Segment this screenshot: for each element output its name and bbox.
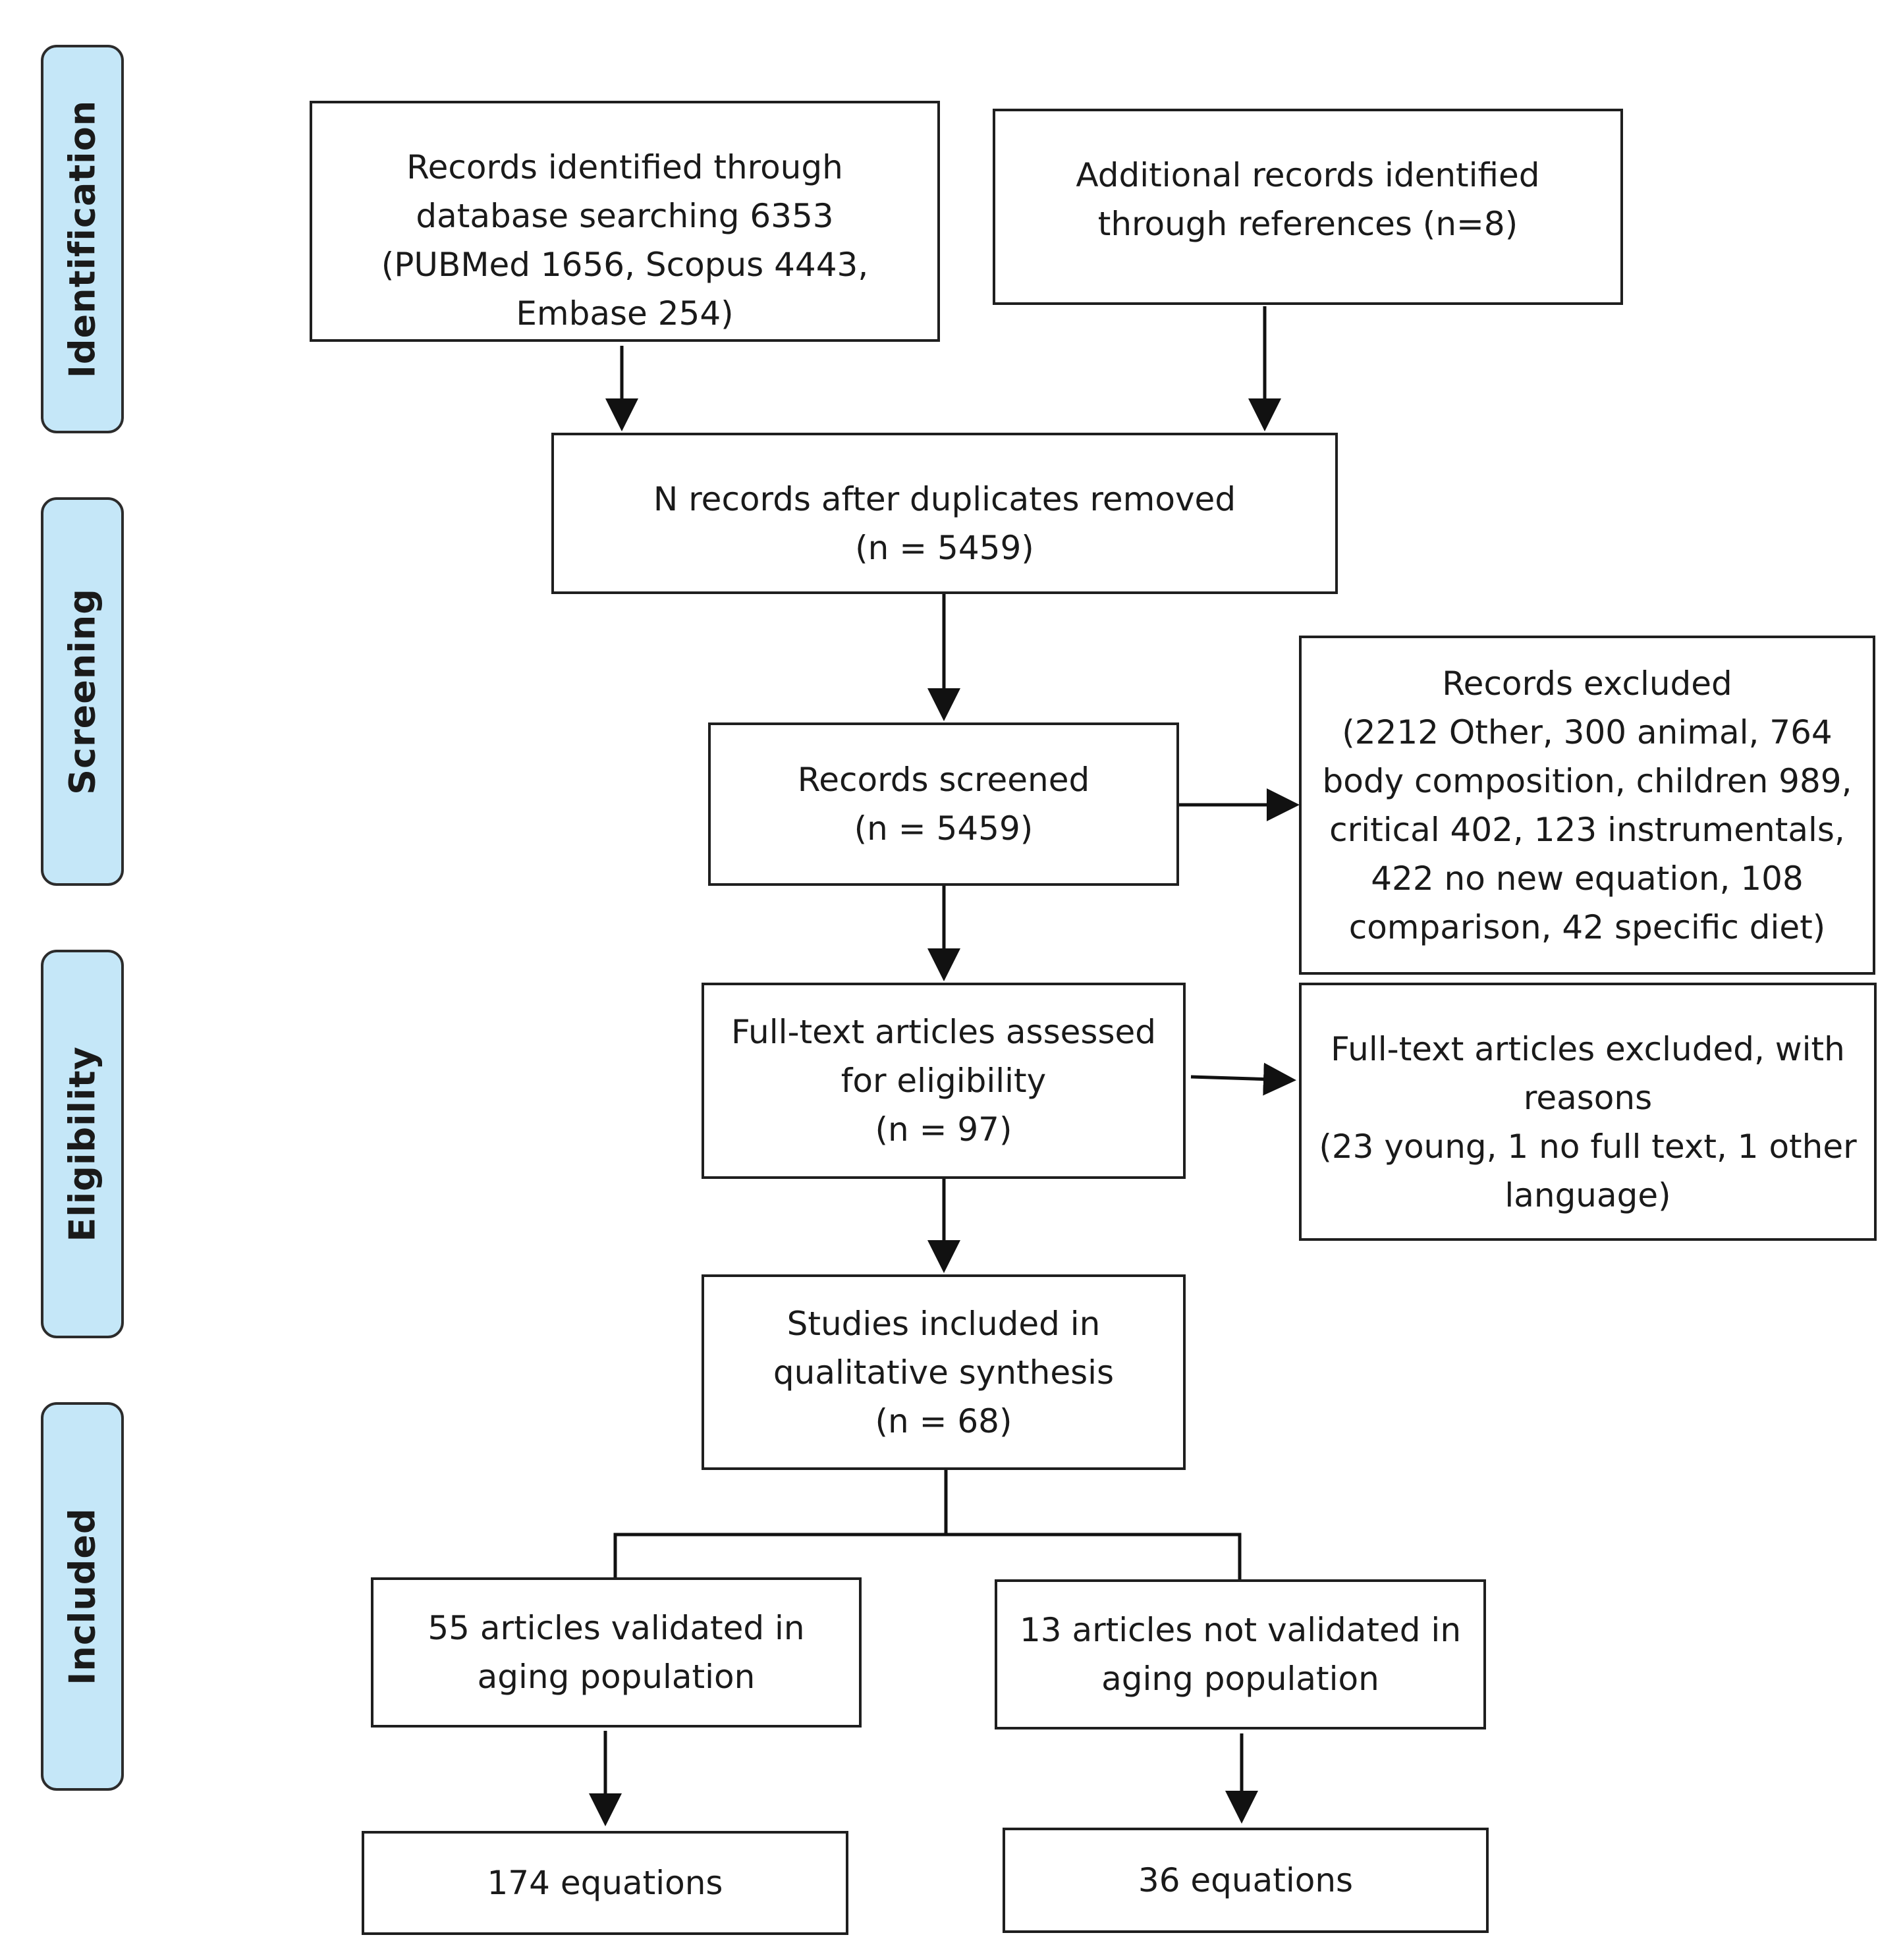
stage-identification: Identification	[41, 45, 124, 433]
stage-included: Included	[41, 1402, 124, 1791]
stage-eligibility: Eligibility	[41, 950, 124, 1338]
connector-included-split	[613, 1470, 948, 1577]
stage-eligibility-label: Eligibility	[61, 1046, 103, 1242]
box-equations-not-validated: 36 equations	[1003, 1828, 1489, 1933]
stage-screening: Screening	[41, 497, 124, 886]
validated-text: 55 articles validated in aging populatio…	[427, 1609, 805, 1696]
fulltext-excluded-text: Full-text articles excluded, with reason…	[1319, 1030, 1857, 1214]
connector-included-split-right	[946, 1533, 1242, 1579]
fulltext-assessed-text: Full-text articles assessed for eligibil…	[731, 1013, 1156, 1149]
additional-records-text: Additional records identified through re…	[1076, 156, 1540, 243]
after-duplicates-text: N records after duplicates removed (n = …	[653, 480, 1236, 567]
box-records-screened: Records screened (n = 5459)	[708, 722, 1179, 886]
records-excluded-text: Records excluded (2212 Other, 300 animal…	[1322, 664, 1852, 946]
box-records-excluded: Records excluded (2212 Other, 300 animal…	[1299, 636, 1875, 975]
box-additional-records: Additional records identified through re…	[993, 109, 1623, 305]
box-fulltext-assessed: Full-text articles assessed for eligibil…	[702, 983, 1186, 1179]
equations-not-validated-text: 36 equations	[1138, 1861, 1354, 1899]
box-studies-included: Studies included in qualitative synthesi…	[702, 1274, 1186, 1470]
box-database-records: Records identified through database sear…	[310, 101, 940, 342]
equations-validated-text: 174 equations	[487, 1864, 723, 1902]
studies-included-text: Studies included in qualitative synthesi…	[773, 1304, 1115, 1440]
stage-identification-label: Identification	[61, 99, 103, 379]
not-validated-text: 13 articles not validated in aging popul…	[1019, 1611, 1462, 1698]
arrow-fulltext-to-excluded	[1190, 1062, 1296, 1096]
box-not-validated: 13 articles not validated in aging popul…	[995, 1579, 1486, 1729]
box-after-duplicates: N records after duplicates removed (n = …	[551, 433, 1338, 594]
stage-screening-label: Screening	[61, 588, 103, 795]
box-equations-validated: 174 equations	[362, 1831, 848, 1935]
box-validated: 55 articles validated in aging populatio…	[371, 1577, 862, 1728]
records-screened-text: Records screened (n = 5459)	[797, 761, 1090, 848]
database-records-text: Records identified through database sear…	[381, 148, 869, 333]
box-fulltext-excluded: Full-text articles excluded, with reason…	[1299, 983, 1877, 1241]
stage-included-label: Included	[61, 1508, 103, 1685]
